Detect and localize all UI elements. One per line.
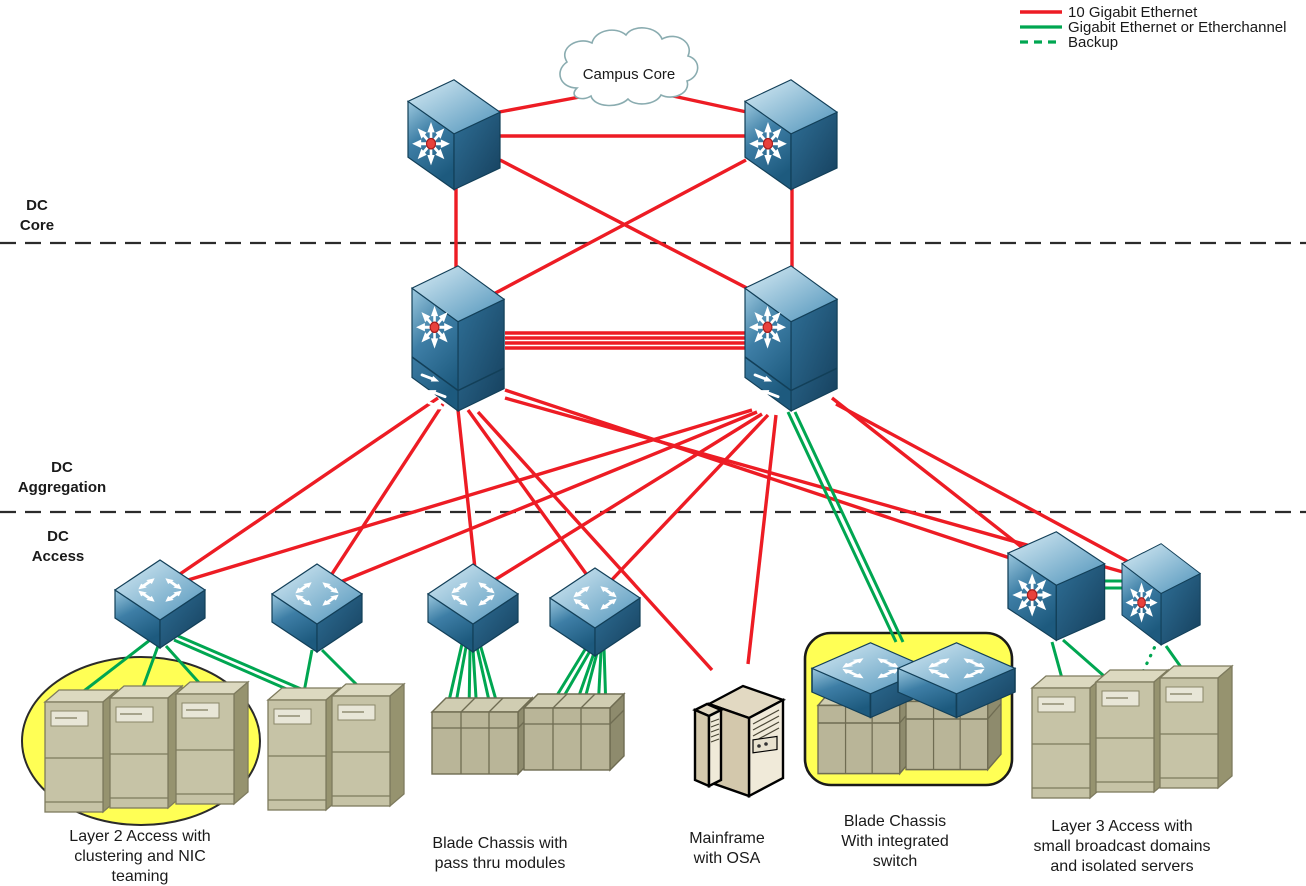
layer-access-line2: Access — [32, 548, 85, 565]
layer-label-access: DC Access — [32, 528, 85, 565]
legend: 10 Gigabit Ethernet Gigabit Ethernet or … — [1020, 4, 1286, 51]
caption-line: pass thru modules — [435, 855, 566, 872]
server-teamed-2 — [331, 683, 405, 807]
access-switch-4 — [550, 568, 640, 656]
caption-line: Layer 2 Access with — [69, 828, 210, 845]
layer-access-line1: DC — [47, 528, 69, 545]
server-isolated-1 — [1031, 675, 1105, 799]
layer-core-line2: Core — [20, 217, 54, 234]
caption-line: teaming — [112, 868, 169, 885]
caption-line: Layer 3 Access with — [1051, 818, 1192, 835]
access-switch-1 — [115, 560, 205, 648]
caption-line: switch — [873, 853, 917, 870]
caption-mainframe: Mainframe with OSA — [689, 830, 765, 867]
mainframe — [692, 684, 786, 798]
l3-access-switch-2 — [1122, 544, 1200, 645]
caption-line: Mainframe — [689, 830, 765, 847]
legend-label-10g: 10 Gigabit Ethernet — [1068, 4, 1198, 21]
caption-l3-access: Layer 3 Access with small broadcast doma… — [1034, 818, 1211, 875]
layer-label-core: DC Core — [20, 197, 54, 234]
caption-line: Blade Chassis — [844, 813, 946, 830]
caption-line: small broadcast domains — [1034, 838, 1211, 855]
l3-access-switch-1 — [1008, 532, 1105, 641]
links-10-gigabit — [179, 94, 1137, 672]
legend-label-gig: Gigabit Ethernet or Etherchannel — [1068, 19, 1286, 36]
server-cluster-1 — [44, 689, 118, 813]
caption-blade-integrated: Blade Chassis With integrated switch — [841, 813, 949, 870]
core-switch-right — [745, 80, 837, 190]
blade-chassis-1 — [431, 697, 533, 775]
layer-agg-line1: DC — [51, 459, 73, 476]
cloud-label: Campus Core — [583, 66, 676, 83]
server-isolated-2 — [1095, 669, 1169, 793]
server-isolated-3 — [1159, 665, 1233, 789]
caption-line: With integrated — [841, 833, 949, 850]
caption-line: clustering and NIC — [74, 848, 206, 865]
legend-label-backup: Backup — [1068, 34, 1118, 51]
server-cluster-3 — [175, 681, 249, 805]
caption-line: and isolated servers — [1050, 858, 1193, 875]
access-switch-3 — [428, 564, 518, 652]
aggregation-switch-right — [745, 266, 837, 412]
blade-chassis-2 — [523, 693, 625, 771]
caption-l2-access: Layer 2 Access with clustering and NIC t… — [69, 828, 210, 885]
layer-label-aggregation: DC Aggregation — [18, 459, 106, 496]
caption-line: Blade Chassis with — [432, 835, 567, 852]
campus-core-cloud: Campus Core — [559, 27, 699, 107]
caption-blade-passthru: Blade Chassis with pass thru modules — [432, 835, 567, 872]
aggregation-switch-left — [412, 266, 504, 412]
layer-core-line1: DC — [26, 197, 48, 214]
server-cluster-2 — [109, 685, 183, 809]
caption-line: with OSA — [693, 850, 761, 867]
server-teamed-1 — [267, 687, 341, 811]
layer-agg-line2: Aggregation — [18, 479, 106, 496]
core-switch-left — [408, 80, 500, 190]
